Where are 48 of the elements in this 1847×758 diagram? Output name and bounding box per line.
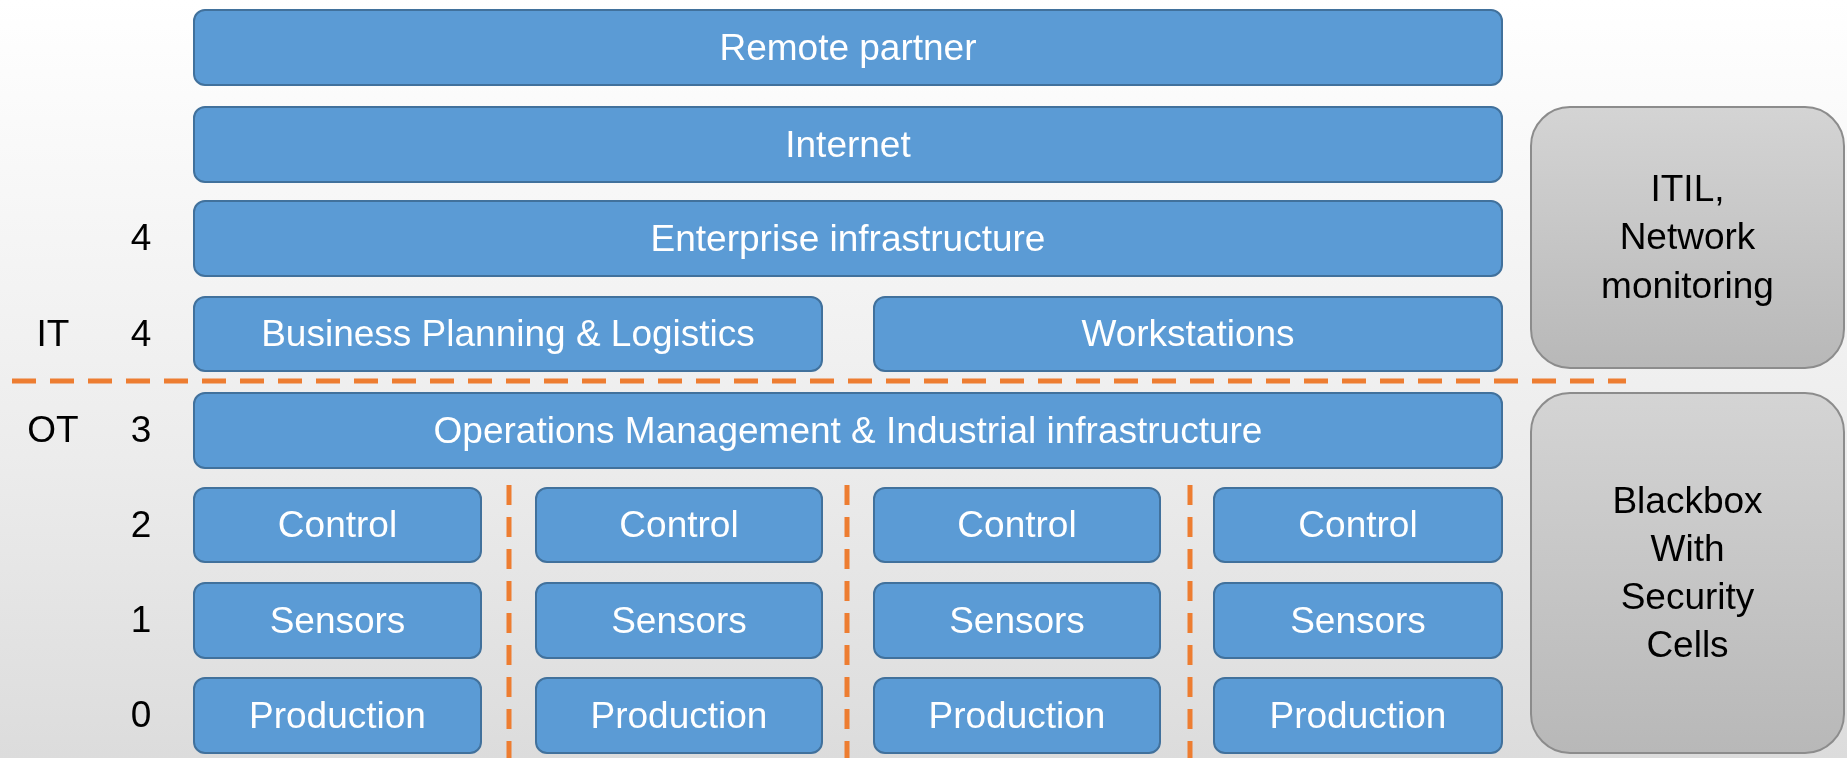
- layer-label: Control: [957, 504, 1077, 546]
- level-number: 1: [130, 599, 152, 641]
- layer-box: [535, 677, 823, 754]
- layer-box: [193, 296, 823, 372]
- layer-label: Internet: [785, 123, 911, 166]
- layer-box: [193, 392, 1503, 469]
- layer-label: Remote partner: [719, 26, 977, 69]
- level-number: 3: [130, 409, 152, 451]
- layer-box: [1213, 487, 1503, 563]
- layer-label: Sensors: [269, 599, 406, 642]
- level-number: 2: [130, 504, 152, 546]
- layer-box: [1213, 677, 1503, 754]
- layer-label: Production: [590, 694, 768, 737]
- layer-box: [193, 487, 482, 563]
- layer-box: [193, 582, 482, 659]
- layer-label: Blackbox With Security Cells: [1611, 478, 1764, 668]
- layer-label: Workstations: [1081, 313, 1295, 355]
- layer-label: Control: [277, 504, 398, 546]
- level-number: 4: [130, 217, 152, 259]
- layer-label: Control: [619, 504, 739, 546]
- layer-box: [193, 9, 1503, 86]
- layer-box: [873, 677, 1161, 754]
- side-panel: [1530, 106, 1845, 369]
- zone-label: IT: [36, 313, 70, 355]
- layer-box: [873, 487, 1161, 563]
- layer-box: [873, 582, 1161, 659]
- layer-box: [1213, 582, 1503, 659]
- layer-label: Sensors: [949, 599, 1085, 642]
- layer-label: Sensors: [1290, 599, 1426, 642]
- level-number: 4: [130, 313, 152, 355]
- zone-label: OT: [27, 409, 79, 451]
- layer-box: [193, 106, 1503, 183]
- layer-label: Production: [1269, 694, 1447, 737]
- layer-label: Operations Management & Industrial infrastructure: [433, 409, 1263, 452]
- layer-label: ITIL, Network monitoring: [1600, 167, 1775, 308]
- side-panel: [1530, 392, 1845, 754]
- layer-box: [193, 200, 1503, 277]
- layer-box: [535, 582, 823, 659]
- layer-label: Business Planning & Logistics: [261, 313, 755, 355]
- layer-label: Control: [1298, 504, 1418, 546]
- layer-box: [193, 677, 482, 754]
- layer-label: Production: [928, 694, 1106, 737]
- layer-label: Enterprise infrastructure: [650, 217, 1046, 260]
- layer-label: Production: [249, 694, 426, 737]
- level-number: 0: [130, 694, 152, 736]
- layer-box: [873, 296, 1503, 372]
- layer-label: Sensors: [611, 599, 747, 642]
- layer-box: [535, 487, 823, 563]
